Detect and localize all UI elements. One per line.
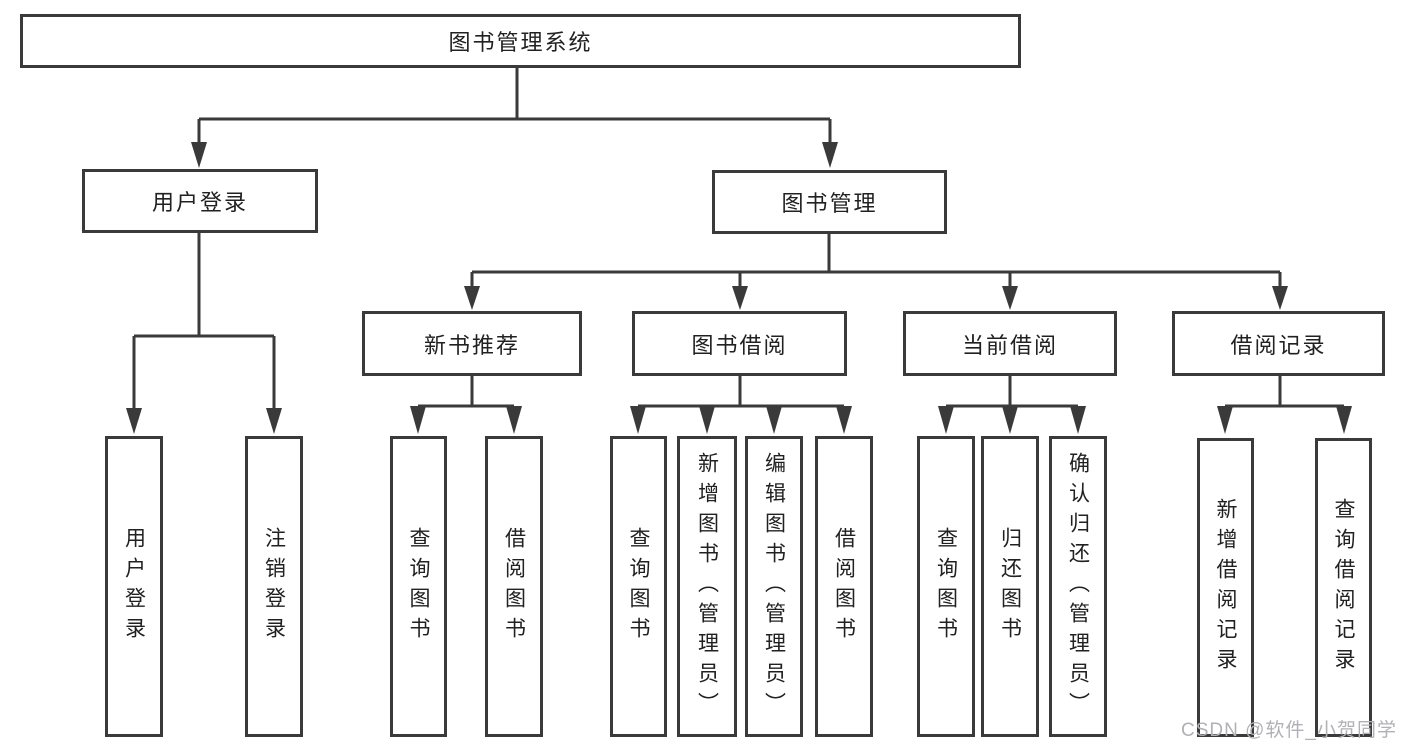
leaf-label: 归还图书 <box>998 526 1022 647</box>
leaf-label: 借阅图书 <box>832 526 856 647</box>
node-book-management: 图书管理 <box>712 170 947 234</box>
leaf-query-books-recommend: 查询图书 <box>390 436 447 737</box>
leaf-label: 用户登录 <box>122 526 146 647</box>
node-label: 用户登录 <box>151 190 248 215</box>
leaf-query-borrow-record: 查询借阅记录 <box>1315 438 1372 737</box>
node-label: 图书借阅 <box>691 332 788 358</box>
leaf-label: 查询图书 <box>407 526 430 647</box>
leaf-borrow-books-recommend: 借阅图书 <box>485 436 543 737</box>
node-label: 借阅记录 <box>1230 332 1327 358</box>
watermark-text: CSDN @软件_小贺同学 <box>1181 720 1397 741</box>
leaf-label: 查询图书 <box>934 526 958 647</box>
node-user-login: 用户登录 <box>82 169 318 233</box>
leaf-return-book: 归还图书 <box>981 436 1039 737</box>
leaf-add-book-admin: 新增图书（管理员） <box>677 436 737 737</box>
leaf-user-login: 用户登录 <box>105 436 163 737</box>
leaf-logout: 注销登录 <box>245 436 303 737</box>
node-book-borrowing: 图书借阅 <box>632 311 847 376</box>
leaf-borrow-books-borrow: 借阅图书 <box>815 436 873 737</box>
node-label: 图书管理 <box>781 191 878 216</box>
node-library-management-system: 图书管理系统 <box>20 14 1021 68</box>
leaf-confirm-return-admin: 确认归还（管理员） <box>1049 436 1107 737</box>
leaf-label: 查询借阅记录 <box>1332 497 1355 678</box>
leaf-label: 借阅图书 <box>502 526 526 647</box>
leaf-query-books-current: 查询图书 <box>917 436 975 737</box>
leaf-query-books-borrow: 查询图书 <box>610 436 667 737</box>
leaf-label: 新增借阅记录 <box>1214 497 1237 678</box>
leaf-label: 编辑图书（管理员） <box>762 451 786 722</box>
leaf-label: 查询图书 <box>627 526 650 647</box>
node-label: 当前借阅 <box>961 332 1058 358</box>
node-new-book-recommendation: 新书推荐 <box>362 311 582 376</box>
leaf-label: 新增图书（管理员） <box>695 451 719 722</box>
node-borrowing-records: 借阅记录 <box>1172 311 1385 376</box>
node-label: 图书管理系统 <box>448 30 593 55</box>
leaf-edit-book-admin: 编辑图书（管理员） <box>745 436 803 737</box>
node-current-borrowing: 当前借阅 <box>903 311 1117 376</box>
node-label: 新书推荐 <box>423 332 520 358</box>
leaf-label: 确认归还（管理员） <box>1066 451 1090 722</box>
leaf-label: 注销登录 <box>262 526 286 647</box>
leaf-add-borrow-record: 新增借阅记录 <box>1197 438 1254 737</box>
